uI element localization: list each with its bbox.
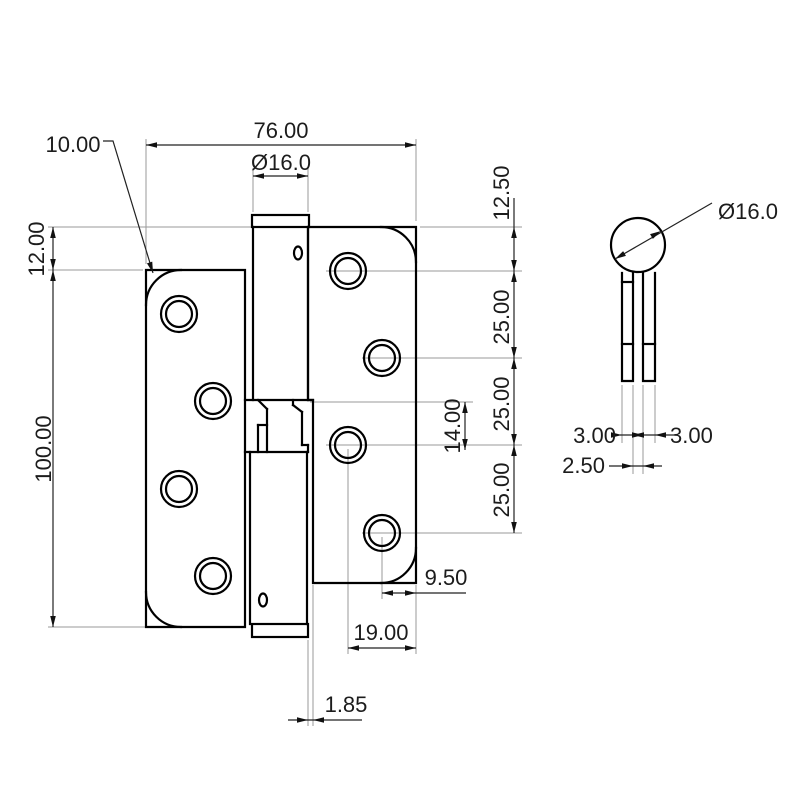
screw-hole (328, 425, 368, 465)
right-leaf-bottom-fillet (379, 546, 418, 585)
dim-leaf-height-label: 100.00 (31, 415, 56, 482)
dimension-arrowheads (50, 142, 666, 723)
dimension-labels: 76.00 Ø16.0 10.00 12.00 100.00 12.50 25.… (24, 118, 778, 717)
dimension-arrowhead (50, 270, 56, 281)
dimension-arrowhead (382, 590, 393, 596)
pin-hole (292, 245, 304, 261)
dim-joint-to-hole-label: 14.00 (440, 398, 465, 453)
screw-hole (362, 513, 402, 553)
screw-hole-inner (198, 386, 228, 416)
dimension-arrowhead (511, 445, 517, 456)
screw-hole (159, 469, 199, 509)
knuckle-top-cap (250, 213, 311, 229)
dimension-arrowhead (650, 231, 661, 239)
leader-corner-radius (103, 140, 154, 274)
screw-hole (193, 556, 233, 596)
screw-holes (159, 251, 402, 596)
screw-hole (362, 338, 402, 378)
dim-leaf-thickness-left-label: 3.00 (573, 423, 616, 448)
dimension-arrowhead (655, 432, 666, 438)
dimension-arrowhead (297, 717, 308, 723)
dimension-arrowhead (632, 432, 643, 438)
dimension-arrowhead (511, 522, 517, 533)
screw-hole-inner (333, 256, 363, 286)
dimension-arrowhead (50, 227, 56, 238)
dim-left-top-offset-label: 12.00 (24, 221, 49, 276)
dimension-arrowhead (50, 616, 56, 627)
dimension-arrowhead (511, 271, 517, 282)
dimension-arrowhead (622, 463, 633, 469)
screw-hole (159, 294, 199, 334)
left-leaf (144, 268, 247, 629)
side-left-leaf-bar (620, 271, 635, 383)
dimension-arrowhead (611, 432, 622, 438)
dim-knuckle-dia-front-label: Ø16.0 (251, 150, 311, 175)
dimension-arrowhead (146, 142, 157, 148)
dimension-arrowhead (511, 358, 517, 369)
dim-right-top-offset-label: 12.50 (489, 165, 514, 220)
knuckle-bottom-cap (250, 622, 310, 639)
screw-hole-inner (198, 561, 228, 591)
side-right-leaf-bar (641, 271, 657, 383)
pin-hole (257, 592, 269, 608)
dimension-arrowhead (405, 142, 416, 148)
dim-pin-gap-label: 2.50 (562, 453, 605, 478)
front-view (144, 213, 418, 639)
left-leaf-bottom-fillet (144, 590, 183, 629)
knuckle-upper (250, 213, 311, 402)
dim-hole-edge-far-label: 19.00 (353, 620, 408, 645)
side-knuckle-circle (609, 216, 667, 274)
dimension-arrowhead (405, 645, 416, 651)
dim-hole-pitch-1-label: 25.00 (489, 289, 514, 344)
dimension-arrowhead (253, 173, 264, 179)
right-leaf-top-fillet (379, 225, 418, 264)
dimension-arrowhead (511, 347, 517, 358)
dimension-arrowhead (511, 227, 517, 238)
screw-hole-inner (367, 518, 397, 548)
dimension-arrowhead (297, 173, 308, 179)
screw-hole (328, 251, 368, 291)
dimension-arrowhead (313, 717, 324, 723)
dimension-arrowhead (643, 463, 654, 469)
dimension-arrowhead (462, 402, 468, 413)
screw-hole-inner (367, 343, 397, 373)
dimension-arrowhead (405, 590, 416, 596)
extension-lines (48, 139, 656, 726)
screw-hole-inner (164, 474, 194, 504)
knuckle-lower (248, 450, 310, 639)
dim-hole-edge-near-label: 9.50 (425, 565, 468, 590)
screw-hole (193, 381, 233, 421)
dim-leaf-gap-label: 1.85 (325, 692, 368, 717)
screw-hole-inner (164, 299, 194, 329)
side-view (609, 216, 667, 383)
screw-hole-inner (333, 430, 363, 460)
dimension-arrowhead (146, 261, 153, 273)
dim-hole-pitch-2-label: 25.00 (489, 376, 514, 431)
dim-knuckle-dia-side-label: Ø16.0 (718, 199, 778, 224)
dim-leaf-thickness-right-label: 3.00 (670, 423, 713, 448)
dimension-arrowhead (348, 645, 359, 651)
dim-overall-width-label: 76.00 (253, 118, 308, 143)
leader-knuckle-dia-side (614, 202, 713, 260)
dim-corner-radius-label: 10.00 (45, 132, 100, 157)
pin-holes (257, 245, 304, 608)
dim-hole-pitch-3-label: 25.00 (489, 462, 514, 517)
knuckle-joint (243, 398, 315, 454)
dimension-arrowhead (615, 251, 626, 259)
dimension-arrowhead (511, 260, 517, 271)
dimension-arrowhead (462, 439, 468, 450)
left-leaf-top-fillet (144, 268, 183, 307)
dimension-arrowhead (50, 259, 56, 270)
dimension-arrowhead (511, 434, 517, 445)
